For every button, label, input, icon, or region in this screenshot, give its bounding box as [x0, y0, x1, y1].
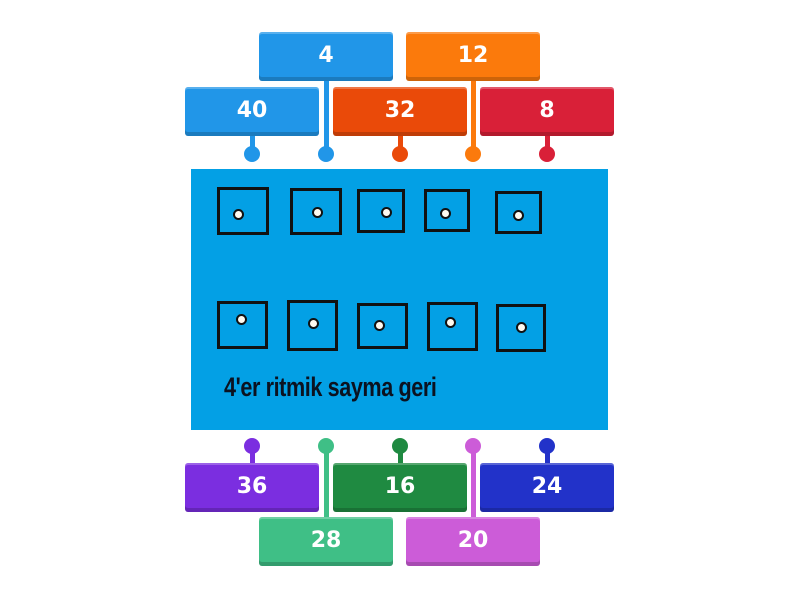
square-center-dot — [235, 313, 247, 325]
square-figure — [496, 304, 546, 352]
anchor-dot — [392, 438, 408, 454]
square-center-dot — [515, 321, 527, 333]
anchor-dot — [318, 438, 334, 454]
image-panel — [191, 169, 608, 430]
anchor-dot — [318, 146, 334, 162]
anchor-dot — [539, 146, 555, 162]
answer-label-text: 28 — [310, 528, 342, 553]
anchor-dot — [465, 438, 481, 454]
anchor-dot — [244, 438, 260, 454]
panel-caption: 4'er ritmik sayma geri — [224, 372, 437, 402]
square-figure — [287, 300, 338, 351]
square-figure — [424, 189, 470, 232]
answer-label-24[interactable]: 24 — [480, 463, 614, 512]
answer-label-32[interactable]: 32 — [333, 87, 467, 136]
answer-label-40[interactable]: 40 — [185, 87, 319, 136]
answer-label-28[interactable]: 28 — [259, 517, 393, 566]
answer-label-text: 36 — [236, 474, 268, 499]
square-figure — [357, 303, 408, 349]
answer-label-8[interactable]: 8 — [480, 87, 614, 136]
answer-label-text: 40 — [236, 98, 268, 123]
connector-line — [544, 446, 550, 473]
answer-label-text: 32 — [384, 98, 416, 123]
connector-line — [470, 72, 476, 154]
answer-label-text: 16 — [384, 474, 416, 499]
connector-line — [249, 446, 255, 473]
anchor-dot — [244, 146, 260, 162]
answer-label-text: 4 — [318, 43, 334, 68]
answer-label-36[interactable]: 36 — [185, 463, 319, 512]
connector-line — [544, 127, 550, 154]
answer-label-text: 8 — [539, 98, 555, 123]
connector-line — [397, 446, 403, 473]
answer-label-12[interactable]: 12 — [406, 32, 540, 81]
answer-label-text: 20 — [457, 528, 489, 553]
square-center-dot — [311, 206, 323, 218]
answer-label-text: 24 — [531, 474, 563, 499]
answer-label-20[interactable]: 20 — [406, 517, 540, 566]
square-center-dot — [439, 207, 451, 219]
square-figure — [495, 191, 542, 234]
answer-label-text: 12 — [457, 43, 489, 68]
anchor-dot — [539, 438, 555, 454]
anchor-dot — [392, 146, 408, 162]
square-figure — [357, 189, 405, 233]
connector-line — [470, 446, 476, 527]
answer-label-4[interactable]: 4 — [259, 32, 393, 81]
square-figure — [427, 302, 478, 351]
anchor-dot — [465, 146, 481, 162]
square-figure — [290, 188, 342, 235]
square-center-dot — [512, 209, 524, 221]
connector-line — [397, 127, 403, 154]
square-center-dot — [232, 208, 244, 220]
square-center-dot — [444, 316, 456, 328]
connector-line — [323, 446, 329, 527]
connector-line — [323, 72, 329, 154]
square-center-dot — [373, 319, 385, 331]
square-center-dot — [307, 317, 319, 329]
square-figure — [217, 301, 268, 349]
square-figure — [217, 187, 269, 235]
answer-label-16[interactable]: 16 — [333, 463, 467, 512]
square-center-dot — [380, 206, 392, 218]
connector-line — [249, 127, 255, 154]
